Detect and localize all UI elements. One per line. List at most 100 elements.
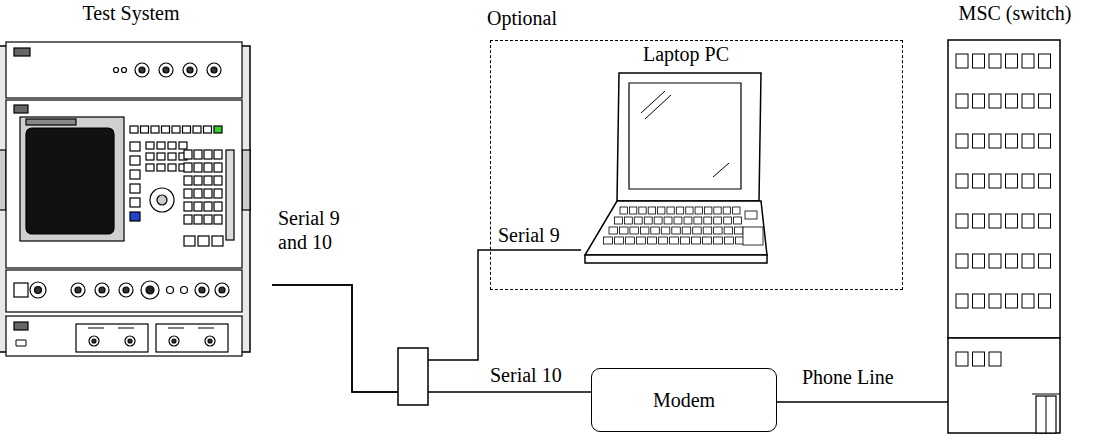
window [989,54,1001,68]
keyboard-key [724,227,733,234]
node-label: Optional [487,7,557,30]
window [1022,174,1034,188]
window [1006,134,1018,148]
window [1022,54,1034,68]
knob-center [157,195,167,205]
window [1006,214,1018,228]
keyboard-key [703,237,712,244]
port-symbol [16,340,26,346]
panel-mark [88,328,104,329]
keyboard-key [644,217,652,224]
window [1022,134,1034,148]
cable-label: Serial 10 [488,364,564,386]
window [956,54,968,68]
window [1022,254,1034,268]
keyboard-key [714,207,721,214]
laptop-base [585,201,767,255]
handle-grip [242,150,250,210]
window [989,352,1001,366]
keypad-key [194,163,202,172]
door-split [1046,396,1047,433]
window [1006,94,1018,108]
connector-pin [172,339,176,343]
function-key [157,153,165,160]
window [973,94,985,108]
keyboard-key [620,207,627,214]
keyboard-key [714,237,723,244]
function-key [168,164,176,171]
door-canopy [1032,394,1060,395]
interface-panel [76,324,148,352]
menu-key [130,142,140,151]
node-label: MSC (switch) [940,2,1090,25]
keypad-key [214,189,222,198]
window [989,254,1001,268]
laptop-lid [617,73,761,201]
keyboard-key [658,207,665,214]
connector-pin [92,339,96,343]
window [956,352,968,366]
keyboard-key [703,227,712,234]
function-key [168,142,176,149]
menu-key [130,198,140,207]
menu-key [130,156,140,165]
window [1039,94,1051,108]
top-unit [6,42,242,98]
keyboard-key [620,227,629,234]
keypad-key [184,163,192,172]
keyboard-key [640,227,649,234]
entry-key [184,236,195,246]
window [1022,94,1034,108]
building-tower [948,40,1060,338]
function-key [157,164,165,171]
panel-mark [118,328,134,329]
softkey [214,126,222,133]
window [1039,294,1051,308]
keyboard-key [692,237,701,244]
window [956,94,968,108]
rack-handle [0,46,6,352]
window [1006,174,1018,188]
connector [95,283,109,297]
softkey [162,126,170,133]
indicator [122,68,127,73]
softkey [204,126,212,133]
node-label: Modem [592,389,776,412]
connector [169,336,179,346]
screen-glare [713,163,729,177]
touchpad [743,227,763,245]
keyboard-key [624,217,632,224]
connector-pin [99,287,105,293]
connector [141,281,159,299]
keyboard-key [661,227,670,234]
window [1006,294,1018,308]
front-panel [6,270,242,312]
window [956,254,968,268]
rf-connector-pin [139,67,145,73]
menu-key [130,212,140,221]
bottom-unit [6,316,242,356]
keyboard-key [604,237,613,244]
keypad-key [204,215,212,224]
cable-label: Phone Line [800,366,896,388]
logo-badge [14,48,30,56]
window [956,294,968,308]
keyboard-key [615,237,624,244]
logo-badge [14,322,28,330]
keyboard-key [667,207,674,214]
laptop-screen [629,83,741,189]
keypad-key [204,189,212,198]
function-key [168,153,176,160]
keyboard-key [659,237,668,244]
window [973,134,985,148]
keyboard-key [723,207,730,214]
keypad-key [204,176,212,185]
msc-switch: MSC (switch) [940,0,1090,436]
panel-mark [168,328,184,329]
keyboard-key [714,227,723,234]
keyboard-key [676,207,683,214]
keyboard-key [693,227,702,234]
rack-handle [242,46,250,352]
keypad-key [184,189,192,198]
